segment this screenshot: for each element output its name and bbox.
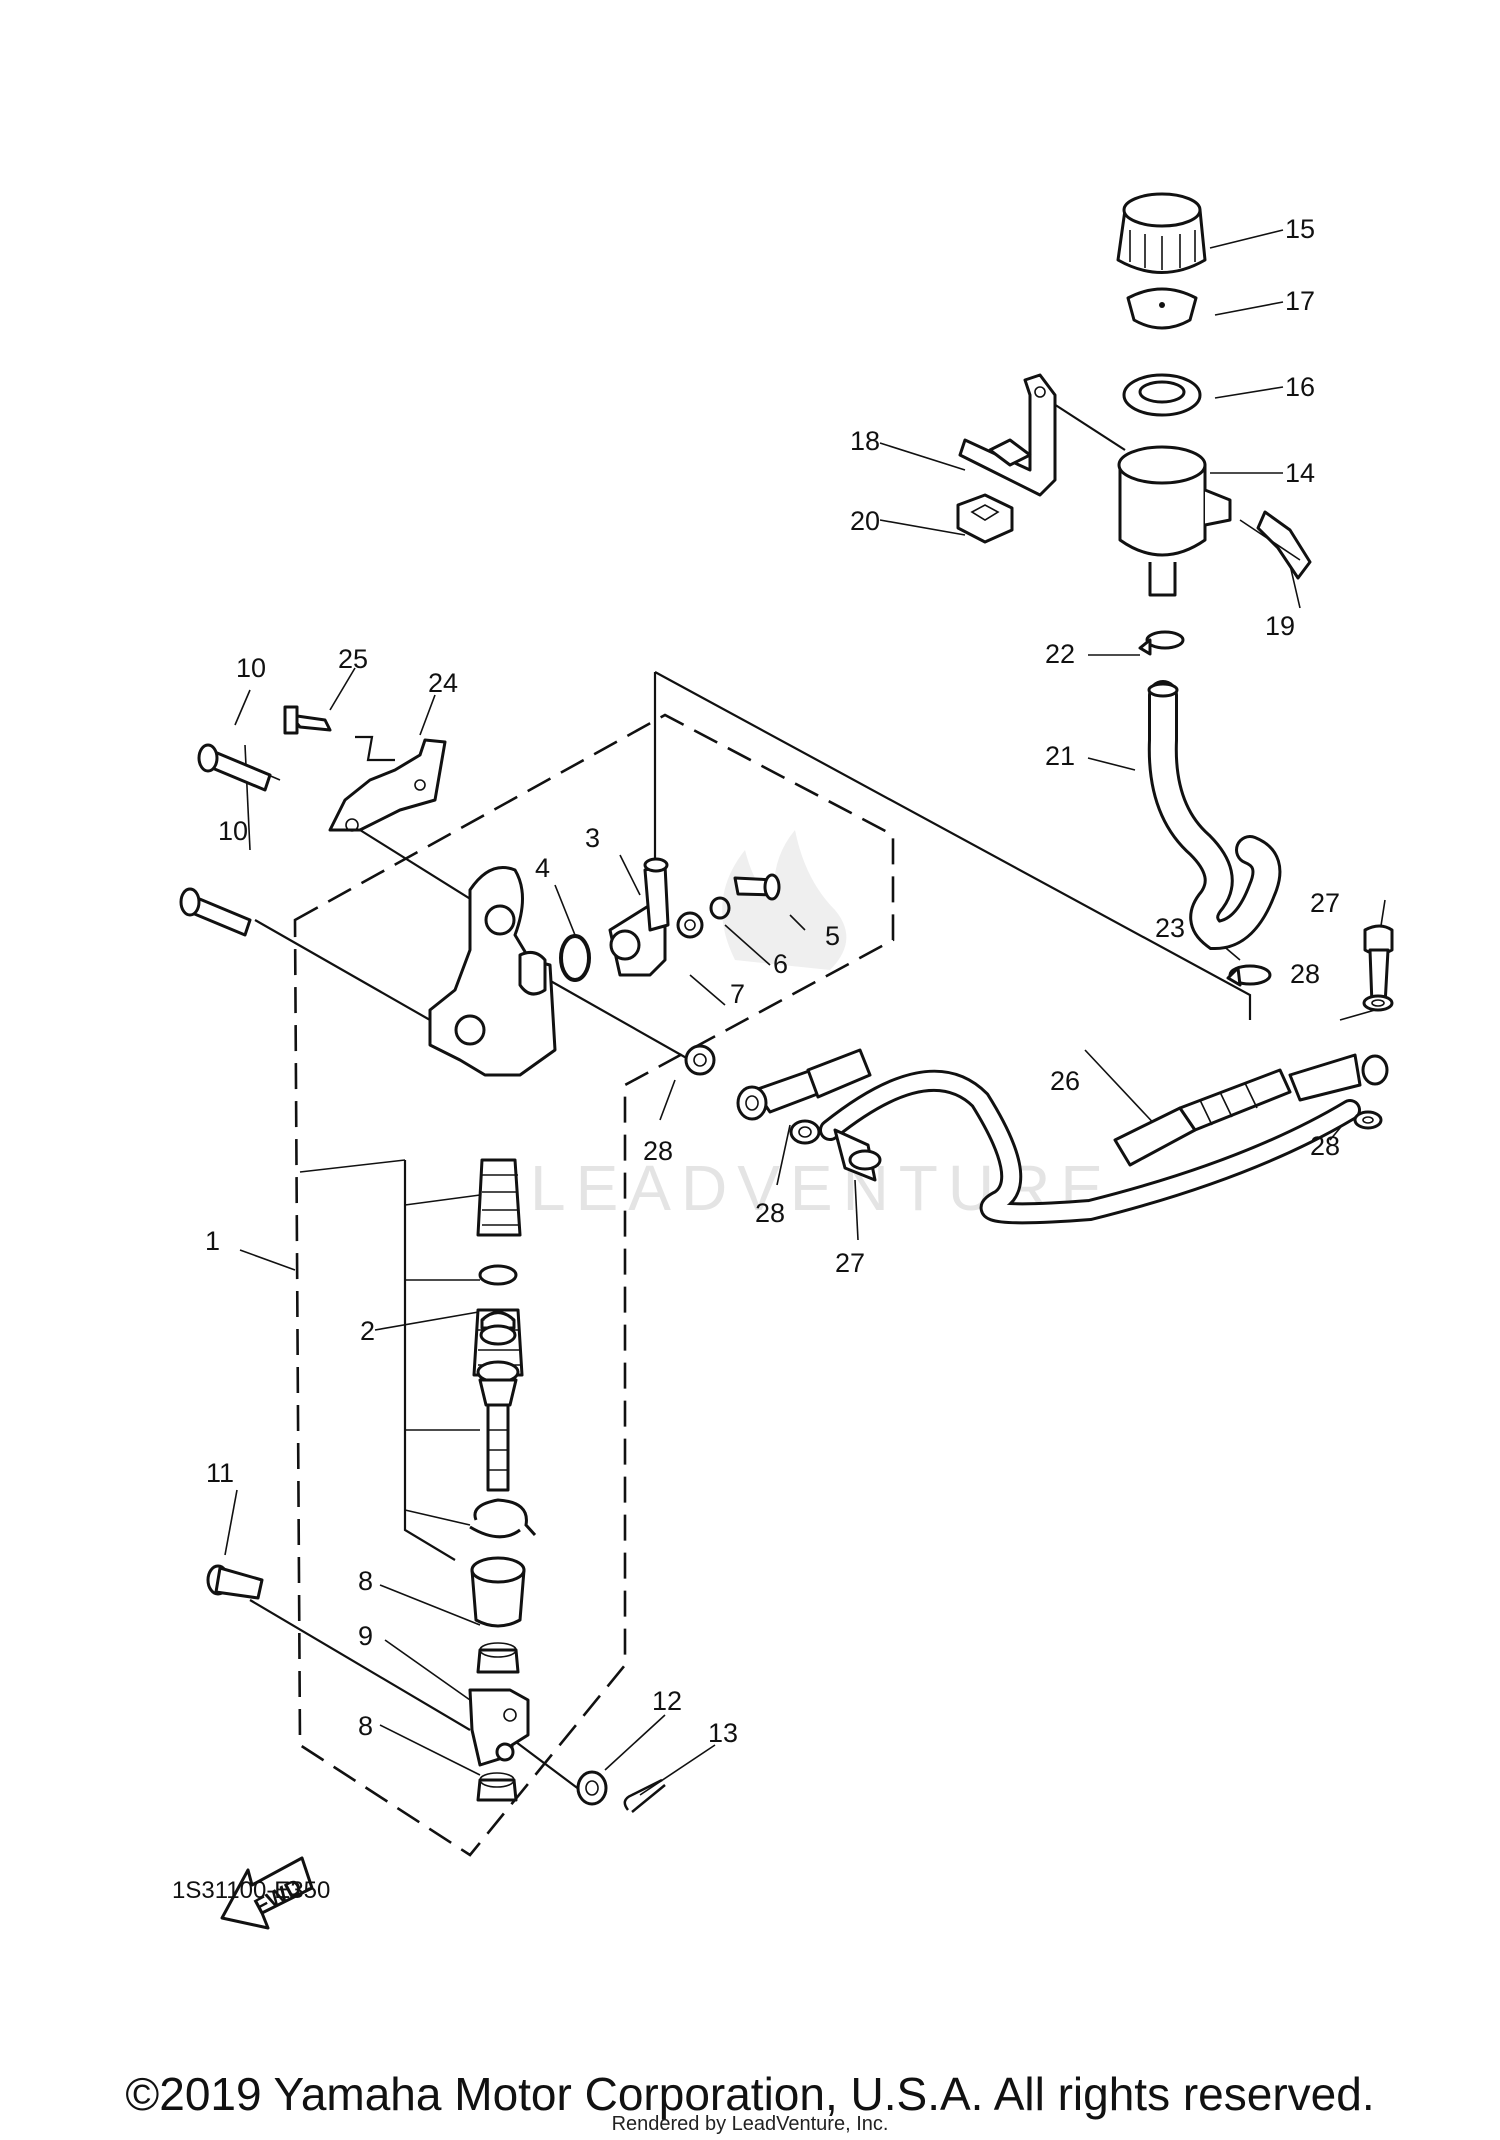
- callout-22: 22: [1045, 639, 1075, 669]
- hose-clip-upper: [1138, 630, 1185, 656]
- callout-10b: 10: [218, 816, 248, 846]
- clevis-pin: [206, 1564, 264, 1600]
- pin-washer: [576, 1770, 608, 1806]
- callout-6: 6: [773, 949, 788, 979]
- callout-5: 5: [825, 921, 840, 951]
- copper-washers: [789, 994, 1394, 1145]
- union-bolt-right: [1363, 924, 1394, 1007]
- callout-labels: 1 2 3 4 5 6 7 8 9 8 10 10 11 12 13 14 15…: [205, 214, 1340, 1748]
- mounting-bolt-lower: [179, 887, 252, 937]
- bracket-bolt: [283, 705, 332, 735]
- assembly-outline: [293, 713, 895, 1857]
- callout-28d: 28: [1310, 1131, 1340, 1161]
- callout-23: 23: [1155, 913, 1185, 943]
- piston-cup: [479, 1324, 517, 1346]
- callout-25: 25: [338, 644, 368, 674]
- callout-28b: 28: [643, 1136, 673, 1166]
- locknut-lower: [476, 1772, 518, 1802]
- o-ring: [559, 934, 591, 982]
- clevis: [468, 1688, 530, 1767]
- hose-clip-lower: [1226, 964, 1272, 987]
- reservoir-bolt: [1239, 510, 1312, 580]
- callout-24: 24: [428, 668, 458, 698]
- callout-8a: 8: [358, 1566, 373, 1596]
- callout-21: 21: [1045, 741, 1075, 771]
- callout-2: 2: [360, 1316, 375, 1346]
- callout-10a: 10: [236, 653, 266, 683]
- callout-17: 17: [1285, 286, 1315, 316]
- callout-12: 12: [652, 1686, 682, 1716]
- washer-body: [684, 1044, 716, 1076]
- watermark: LEADVENTURE: [530, 830, 1103, 1224]
- brake-hose: [736, 1048, 1389, 1225]
- leader-lines: [224, 229, 1386, 1796]
- push-rod: [476, 1360, 520, 1492]
- callout-28c: 28: [755, 1198, 785, 1228]
- callout-27a: 27: [1310, 888, 1340, 918]
- copyright-notice: ©2019 Yamaha Motor Corporation, U.S.A. A…: [125, 2068, 1374, 2120]
- callout-20: 20: [850, 506, 880, 536]
- bracket-plate: [328, 738, 447, 832]
- callout-4: 4: [535, 853, 550, 883]
- callout-14: 14: [1285, 458, 1315, 488]
- callout-19: 19: [1265, 611, 1295, 641]
- callout-18: 18: [850, 426, 880, 456]
- hose-joint: [608, 857, 670, 977]
- fwd-arrow[interactable]: FWD: [220, 1856, 314, 1930]
- reservoir-cap: [1116, 192, 1207, 274]
- callout-16: 16: [1285, 372, 1315, 402]
- locknut-upper: [476, 1642, 520, 1674]
- grommet: [956, 493, 1014, 544]
- snap-ring: [469, 1498, 537, 1539]
- callout-26: 26: [1050, 1066, 1080, 1096]
- master-cylinder-body: [428, 866, 557, 1077]
- callout-11: 11: [206, 1458, 234, 1488]
- callout-27b: 27: [835, 1248, 865, 1278]
- diaphragm-plate: [1126, 287, 1198, 330]
- reservoir-hose: [1147, 680, 1282, 951]
- mounting-bolt-upper: [197, 743, 281, 792]
- callout-7: 7: [730, 979, 745, 1009]
- diagram-code: 1S31100-E350: [172, 1877, 330, 1904]
- rendered-by: Rendered by LeadVenture, Inc.: [612, 2113, 889, 2135]
- callout-9: 9: [358, 1621, 373, 1651]
- callout-1: 1: [205, 1226, 220, 1256]
- callout-8b: 8: [358, 1711, 373, 1741]
- dust-boot: [470, 1556, 526, 1628]
- union-bolt-left: [833, 1128, 882, 1182]
- callout-28a: 28: [1290, 959, 1320, 989]
- reservoir-tank: [1117, 445, 1232, 597]
- washer-joint: [676, 911, 704, 939]
- reference-lines: [249, 394, 1252, 1791]
- cotter-pin: [623, 1778, 666, 1813]
- joint-screw: [733, 873, 781, 901]
- callout-13: 13: [708, 1718, 738, 1748]
- callout-15: 15: [1285, 214, 1315, 244]
- diaphragm: [1122, 373, 1202, 417]
- circlip-small: [709, 896, 731, 920]
- reservoir-bracket: [958, 373, 1057, 497]
- callout-3: 3: [585, 823, 600, 853]
